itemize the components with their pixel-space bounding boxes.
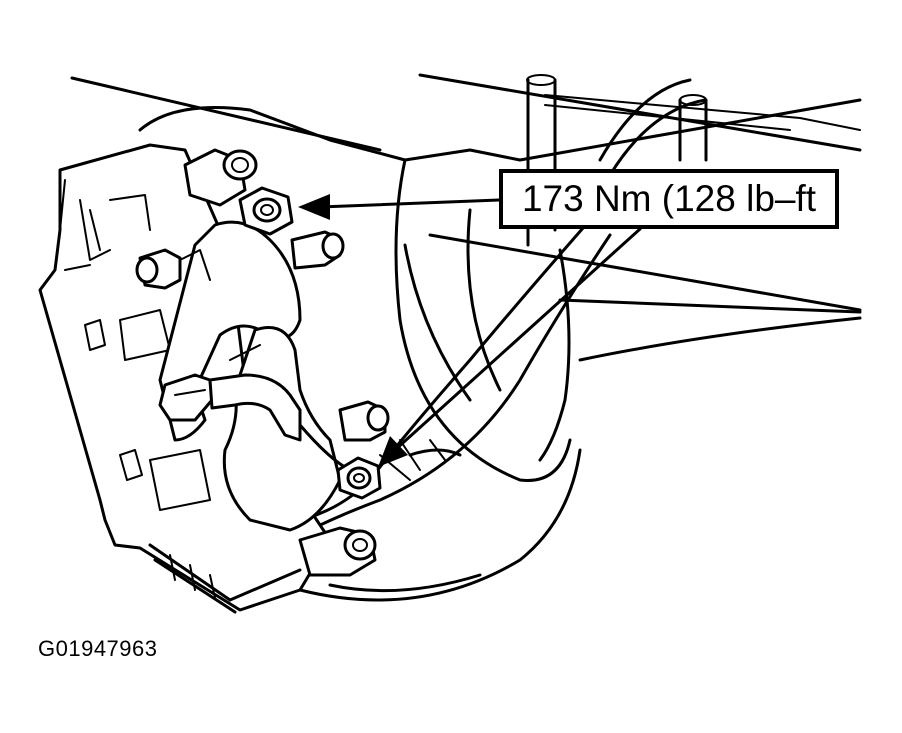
torque-callout-text: 173 Nm (128 lb–ft: [521, 178, 817, 219]
bolt-heads: [135, 148, 390, 577]
torque-callout: 173 Nm (128 lb–ft: [499, 169, 839, 229]
lower-guide-pin: [338, 400, 390, 442]
left-stud: [135, 248, 182, 290]
lower-arrowhead: [378, 436, 408, 467]
upper-mounting-bolt: [238, 186, 294, 236]
upper-arrowhead: [298, 194, 330, 220]
callout-leaders: [298, 194, 642, 467]
right-guide-pin-upper: [290, 230, 345, 270]
figure-id-label: G01947963: [38, 636, 158, 661]
axle-housing: [138, 106, 582, 602]
bottom-bracket-bolt: [298, 526, 377, 577]
brake-hose: [298, 218, 612, 532]
lower-mounting-bolt: [336, 456, 382, 500]
upper-guide-bolt: [183, 148, 258, 207]
